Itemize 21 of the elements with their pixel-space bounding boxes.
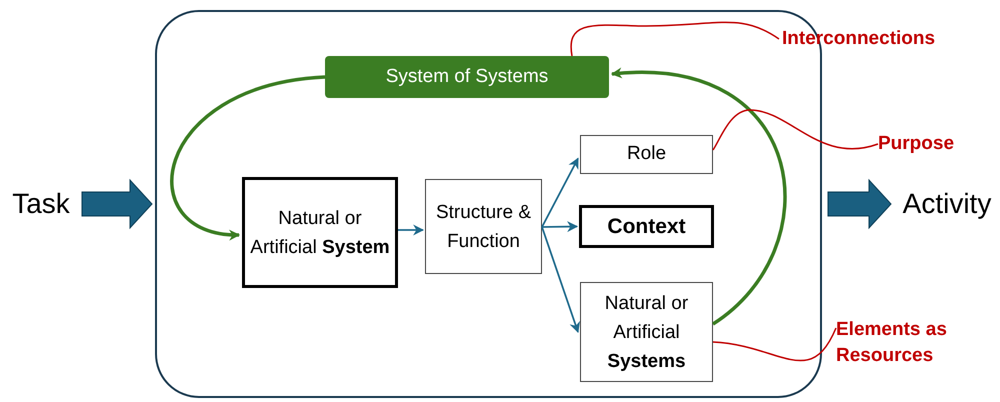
- role-box: Role: [580, 135, 713, 174]
- purpose-label: Purpose: [878, 131, 976, 157]
- arrow: [541, 158, 579, 228]
- block-arrow: [828, 178, 892, 230]
- block-arrow: [82, 178, 153, 230]
- systems-box: Natural or Artificial Systems: [580, 282, 713, 382]
- system-box: Natural or Artificial System: [242, 177, 398, 288]
- task-label: Task: [6, 184, 76, 224]
- activity-label: Activity: [894, 184, 1000, 224]
- arrow: [542, 221, 578, 232]
- leader-line: [712, 109, 878, 150]
- elements-as-resources-label: Elements as Resources: [836, 316, 996, 370]
- context-box: Context: [579, 205, 714, 248]
- arrow: [170, 75, 326, 240]
- arrow: [610, 68, 787, 326]
- leader-line: [570, 22, 780, 56]
- arrow: [398, 224, 424, 236]
- structure-function-box: Structure & Function: [425, 179, 542, 274]
- arrow: [541, 226, 580, 334]
- leader-line: [712, 328, 837, 362]
- system-of-systems-box: System of Systems: [325, 56, 609, 98]
